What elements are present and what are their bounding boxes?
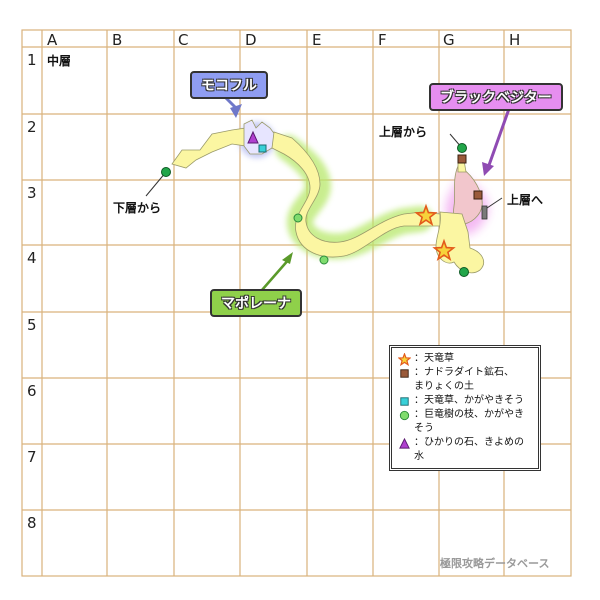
green-circle-icon [459, 267, 469, 277]
row-label: 3 [27, 184, 37, 202]
column-label: A [47, 31, 58, 49]
legend-label: ：天竜草 [414, 353, 454, 364]
exit-label-upper-from: 上層から [379, 125, 428, 139]
column-label: H [509, 31, 521, 49]
cyan-square-icon [400, 397, 409, 406]
row-label: 1 [27, 51, 37, 69]
legend-item: ：天竜草 [398, 352, 532, 366]
legend-label: ：ひかりの石、きよめの水 [414, 437, 524, 462]
row-label: 5 [27, 316, 37, 334]
callout-arrows [145, 92, 512, 291]
legend-item: ：ひかりの石、きよめの水 [398, 436, 532, 464]
brown-square-icon [400, 369, 409, 378]
black-vesitar-label: ブラックベジター [429, 83, 563, 111]
column-label: E [312, 31, 322, 49]
winding-passage [271, 131, 441, 258]
green-circle-icon [399, 410, 410, 421]
row-label: 6 [27, 382, 37, 400]
star-icon [432, 238, 456, 262]
mapolena-label: マポレーナ [210, 289, 302, 317]
purple-triangle-icon [247, 130, 259, 144]
floor-label: 中層 [47, 54, 72, 68]
star-icon [398, 353, 411, 366]
vesitar-arrow-head [482, 162, 494, 176]
mokofuru-label: モコフル [190, 71, 268, 99]
row-label: 2 [27, 118, 37, 136]
legend-item: ：ナドラダイト鉱石、 まりょくの土 [398, 366, 532, 394]
mokofuru-arrow-head [230, 104, 242, 118]
legend-label: ：ナドラダイト鉱石、 まりょくの土 [414, 367, 514, 392]
map-markers [161, 130, 488, 277]
row-label: 4 [27, 249, 37, 267]
west-passage [171, 127, 247, 169]
legend-label: ：天竜草、かがやきそう [414, 395, 524, 406]
row-label: 7 [27, 448, 37, 466]
exit-label-lower: 下層から [113, 201, 162, 215]
column-label: B [112, 31, 123, 49]
column-label: D [245, 31, 257, 49]
row-label: 8 [27, 514, 37, 532]
green-circle-icon [293, 213, 303, 223]
mapolena-arrow-head [282, 252, 293, 264]
column-label: F [378, 31, 387, 49]
legend-item: ：天竜草、かがやきそう [398, 394, 532, 408]
brown-square-icon [457, 154, 467, 164]
legend-item: ：巨竜樹の枝、かがやきそう [398, 408, 532, 436]
star-icon [414, 203, 438, 227]
exit-marker-lower [161, 167, 171, 177]
column-label: G [443, 31, 455, 49]
purple-triangle-icon [399, 437, 410, 449]
map-legend: ：天竜草 ：ナドラダイト鉱石、 まりょくの土 ：天竜草、かがやきそう ：巨竜樹の… [389, 345, 541, 471]
legend-label: ：巨竜樹の枝、かがやきそう [414, 409, 524, 434]
gate-icon [481, 205, 488, 220]
exit-marker-upper-from [457, 143, 467, 153]
green-circle-icon [319, 255, 329, 265]
watermark: 極限攻略データベース [440, 557, 550, 570]
cyan-square-icon [258, 144, 267, 153]
exit-label-upper-to: 上層へ [507, 193, 544, 207]
brown-square-icon [473, 190, 483, 200]
column-label: C [178, 31, 189, 49]
